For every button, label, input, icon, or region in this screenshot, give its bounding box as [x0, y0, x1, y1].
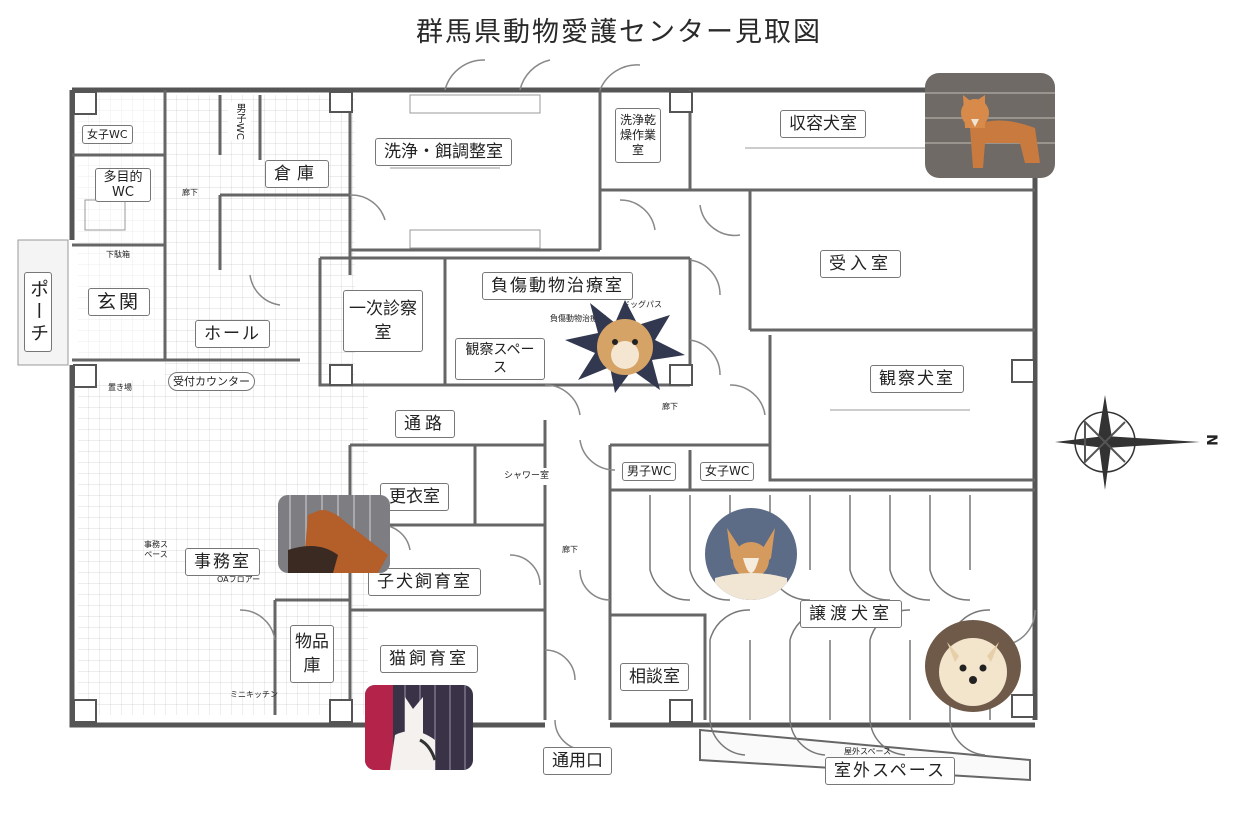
room-joshi-wc-label: 女子WC [700, 462, 755, 481]
room-ichiji-label: 一次診察室 [343, 290, 423, 352]
room-koinu-label: 子犬飼育室 [368, 568, 481, 596]
puppy-photo [278, 495, 390, 573]
akita-dog-burst-photo [560, 295, 690, 395]
note-okugai-small: 屋外スペース [844, 747, 892, 756]
room-hall-label: ホール [195, 320, 270, 348]
room-shuyo-label: 収容犬室 [780, 110, 866, 138]
note-fusho-small: 負傷動物治療室 [550, 314, 606, 323]
note-roka-2: 廊下 [662, 402, 678, 411]
room-buppin-label: 物品庫 [290, 625, 334, 683]
compass-north-label: N [1202, 434, 1219, 446]
room-tamokuteki-label: 多目的WC [95, 168, 151, 202]
note-oa: OAフロアー [217, 575, 261, 584]
room-uketsuke-label: 受付カウンター [168, 372, 255, 391]
room-tsuyo-label: 通用口 [543, 747, 612, 775]
room-sodan-label: 相談室 [620, 663, 689, 691]
note-roka-3: 廊下 [562, 545, 578, 554]
room-kansatsu-ken-label: 観察犬室 [870, 365, 964, 393]
room-soko-label: 倉庫 [265, 160, 329, 188]
compass-rose-icon [1055, 395, 1200, 490]
room-jimu-label: 事務室 [185, 548, 260, 576]
note-roka-1: 廊下 [182, 188, 198, 197]
room-shower-label: シャワー室 [500, 468, 554, 485]
map-title: 群馬県動物愛護センター見取図 [416, 17, 822, 48]
room-neko-label: 猫飼育室 [380, 645, 478, 673]
room-danshi-wc-top-label: 男子WC [228, 102, 251, 141]
room-senjo-kanso-label: 洗浄乾燥作業室 [615, 108, 661, 163]
note-dogpass: ドッグパス [622, 300, 662, 309]
note-jimu-space: 事務スペース [144, 540, 168, 559]
room-koui-label: 更衣室 [380, 483, 449, 511]
corgi-photo [705, 508, 797, 600]
room-porch-label: ポーチ [24, 272, 52, 352]
shiba-dog-photo [925, 73, 1055, 178]
cat-photo [365, 685, 473, 770]
room-danshi-wc-label: 男子WC [622, 462, 677, 481]
room-genkan-label: 玄関 [88, 288, 151, 316]
room-joshi-wc-top-label: 女子WC [82, 125, 133, 144]
room-kansatsu-space-label: 観察スペース [455, 338, 545, 380]
note-shikkyo: 下駄箱 [106, 250, 130, 259]
note-okiba: 置き場 [108, 383, 132, 392]
room-senjo-esa-label: 洗浄・餌調整室 [375, 138, 512, 166]
note-minikitchen: ミニキッチン [230, 690, 278, 699]
room-joto-label: 譲渡犬室 [800, 600, 902, 628]
room-judo-label: 受入室 [820, 250, 901, 278]
room-fusho-label: 負傷動物治療室 [482, 272, 633, 300]
room-tsuro-label: 通路 [395, 410, 455, 438]
pomeranian-photo [925, 620, 1021, 712]
room-okugai-label: 室外スペース [825, 757, 955, 785]
